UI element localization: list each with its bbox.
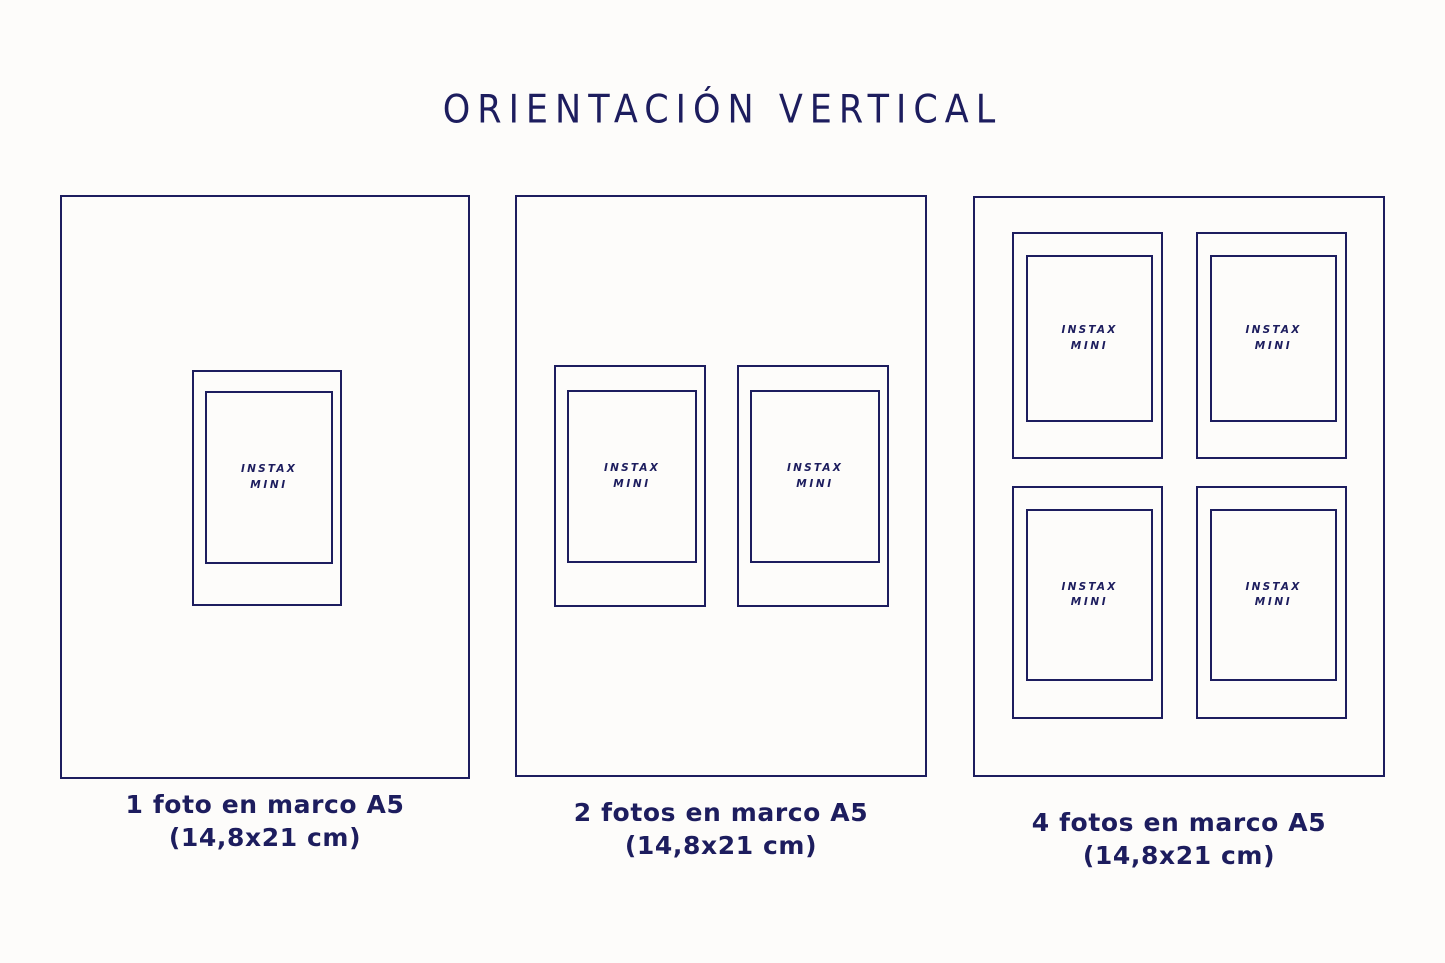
instax-label-line1: INSTAX bbox=[1061, 324, 1118, 337]
instax-photo-window: INSTAX MINI bbox=[205, 391, 333, 564]
instax-mini-label: INSTAX MINI bbox=[604, 461, 660, 491]
page-title: ORIENTACIÓN VERTICAL bbox=[442, 88, 1003, 133]
instax-mini-label: INSTAX MINI bbox=[787, 461, 843, 491]
instax-label-line1: INSTAX bbox=[1245, 580, 1302, 593]
instax-label-line2: MINI bbox=[1070, 339, 1109, 352]
instax-label-line1: INSTAX bbox=[240, 463, 298, 476]
caption-line-2: (14,8x21 cm) bbox=[168, 823, 362, 852]
instax-label-line1: INSTAX bbox=[603, 462, 661, 475]
instax-label-line2: MINI bbox=[1254, 339, 1293, 352]
instax-photo: INSTAX MINI bbox=[554, 365, 706, 607]
instax-photo: INSTAX MINI bbox=[1012, 486, 1163, 719]
instax-label-line1: INSTAX bbox=[1245, 324, 1302, 337]
instax-mini-label: INSTAX MINI bbox=[1245, 580, 1301, 610]
instax-photo-window: INSTAX MINI bbox=[750, 390, 880, 563]
instax-mini-label: INSTAX MINI bbox=[1245, 323, 1301, 353]
instax-photo-window: INSTAX MINI bbox=[567, 390, 697, 563]
instax-photo-window: INSTAX MINI bbox=[1210, 509, 1337, 681]
instax-label-line2: MINI bbox=[250, 478, 288, 491]
frame-caption: 1 foto en marco A5 (14,8x21 cm) bbox=[60, 788, 470, 854]
caption-line-1: 2 fotos en marco A5 bbox=[573, 798, 869, 827]
instax-label-line2: MINI bbox=[796, 477, 834, 490]
instax-label-line2: MINI bbox=[1254, 596, 1293, 608]
frame-caption: 4 fotos en marco A5 (14,8x21 cm) bbox=[973, 806, 1385, 872]
instax-photo: INSTAX MINI bbox=[1196, 232, 1347, 459]
caption-line-2: (14,8x21 cm) bbox=[624, 831, 818, 860]
instax-photo-window: INSTAX MINI bbox=[1210, 255, 1337, 422]
instax-photo: INSTAX MINI bbox=[192, 370, 342, 606]
instax-photo: INSTAX MINI bbox=[1196, 486, 1347, 719]
instax-mini-label: INSTAX MINI bbox=[241, 462, 297, 492]
instax-mini-label: INSTAX MINI bbox=[1061, 323, 1117, 353]
instax-label-line1: INSTAX bbox=[786, 462, 844, 475]
instax-photo-window: INSTAX MINI bbox=[1026, 509, 1153, 681]
caption-line-2: (14,8x21 cm) bbox=[1082, 841, 1276, 870]
caption-line-1: 4 fotos en marco A5 bbox=[1031, 808, 1327, 837]
frame-caption: 2 fotos en marco A5 (14,8x21 cm) bbox=[515, 796, 927, 862]
instax-label-line2: MINI bbox=[613, 477, 651, 490]
caption-line-1: 1 foto en marco A5 bbox=[125, 790, 405, 819]
instax-mini-label: INSTAX MINI bbox=[1061, 580, 1117, 610]
instax-label-line2: MINI bbox=[1070, 596, 1109, 608]
instax-photo: INSTAX MINI bbox=[737, 365, 889, 607]
instax-label-line1: INSTAX bbox=[1061, 580, 1118, 593]
instax-photo: INSTAX MINI bbox=[1012, 232, 1163, 459]
instax-photo-window: INSTAX MINI bbox=[1026, 255, 1153, 422]
